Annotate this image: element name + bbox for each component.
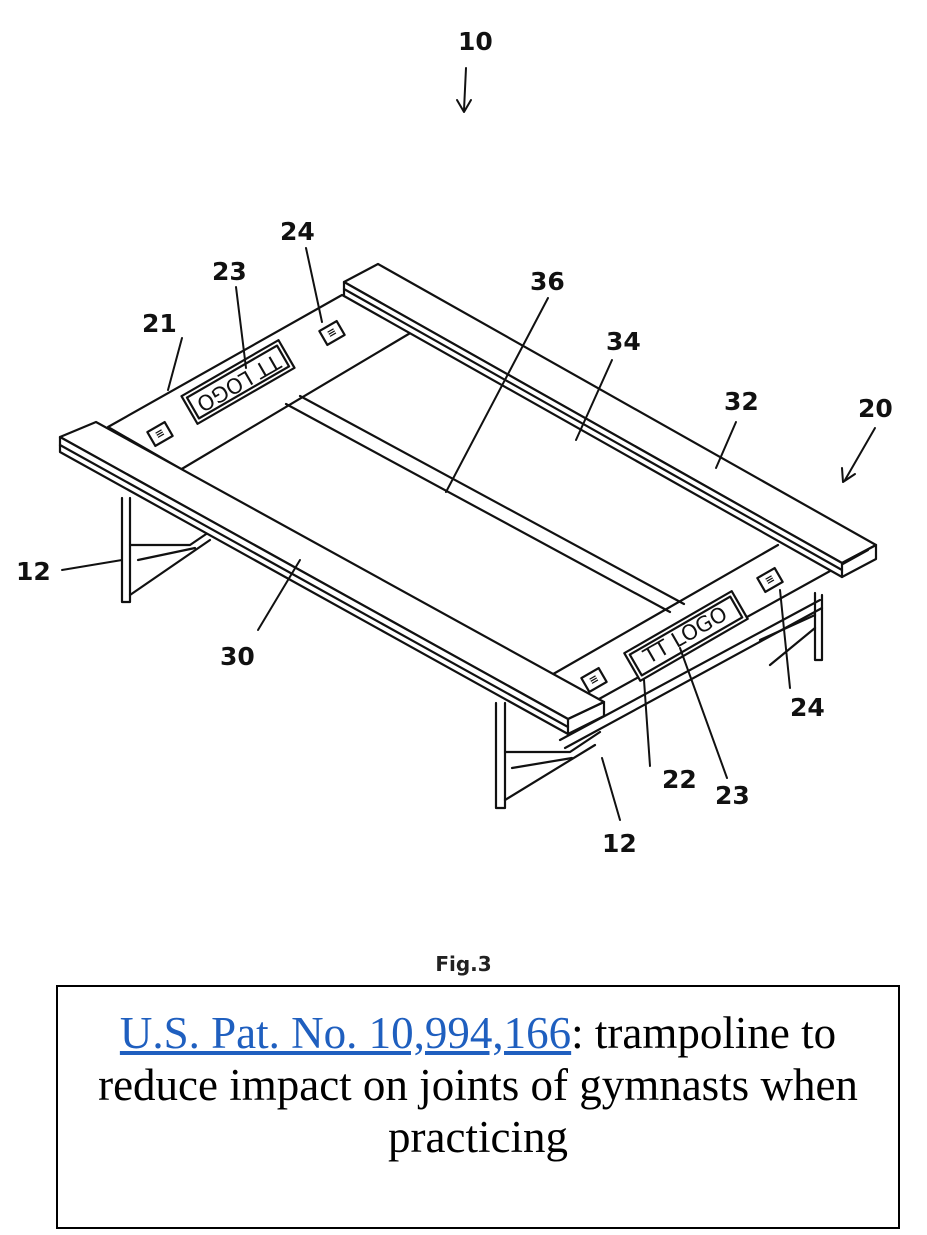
ref-12-left: 12 <box>16 557 51 586</box>
leg-bottom-support <box>494 701 602 810</box>
logo-plate-top <box>180 339 296 425</box>
rail-front <box>58 420 606 736</box>
caption-description: : trampoline to reduce impact on joints … <box>98 1008 858 1162</box>
patent-link[interactable]: U.S. Pat. No. 10,994,166 <box>119 1008 572 1058</box>
marker-square-top-right <box>318 319 346 347</box>
ref-24-top: 24 <box>280 217 315 246</box>
ref-23-bottom: 23 <box>715 781 750 810</box>
end-panel-bottom <box>546 543 780 679</box>
ref-23-top: 23 <box>212 257 247 286</box>
ref-21: 21 <box>142 309 177 338</box>
rail-back <box>342 262 878 579</box>
logo-plate-bottom <box>623 590 749 682</box>
marker-square-top-left <box>146 420 174 448</box>
leg-left-support <box>120 496 217 604</box>
seam-line <box>284 394 686 614</box>
marker-square-bottom-right <box>756 566 784 594</box>
caption-box: U.S. Pat. No. 10,994,166: trampoline to … <box>56 985 900 1229</box>
ref-32: 32 <box>724 387 759 416</box>
ref-12-bottom: 12 <box>602 829 637 858</box>
ref-36: 36 <box>530 267 565 296</box>
ref-30: 30 <box>220 642 255 671</box>
patent-drawing: TT LOGO TT LOGO ≡ ≡ ≡ ≡ 10 20 21 23 24 3… <box>16 27 893 858</box>
end-panel-top <box>178 330 414 472</box>
caption-text: U.S. Pat. No. 10,994,166: trampoline to … <box>88 1007 868 1163</box>
ref-22: 22 <box>662 765 697 794</box>
ref-24-bottom: 24 <box>790 693 825 722</box>
ref-34: 34 <box>606 327 641 356</box>
ref-20: 20 <box>858 394 893 423</box>
leader-lines <box>61 67 876 821</box>
ref-10: 10 <box>458 27 493 56</box>
figure-label: Fig.3 <box>435 952 492 976</box>
marker-square-bottom-left <box>580 666 608 694</box>
